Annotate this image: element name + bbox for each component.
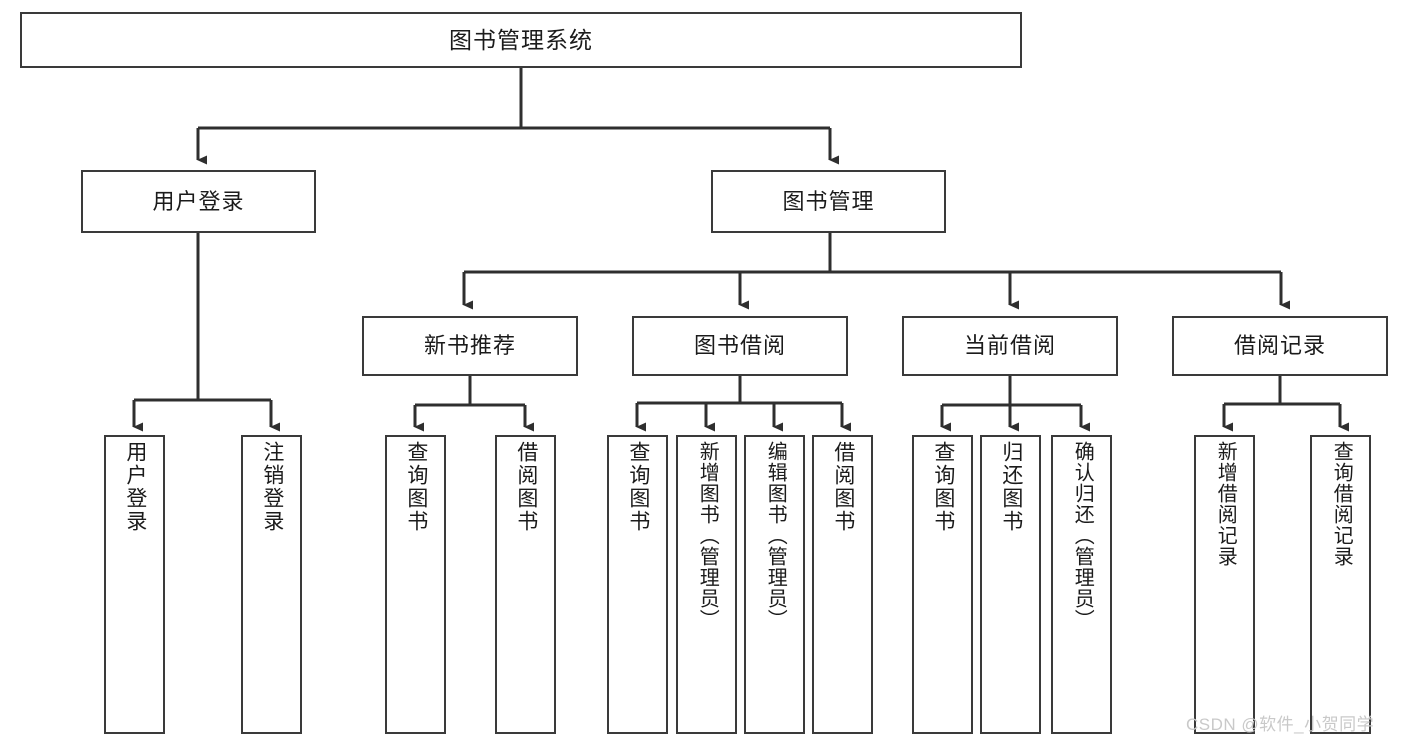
node-new-book-recommend-label: 新书推荐 bbox=[423, 333, 516, 358]
node-new-book-recommend[interactable]: 新书推荐 bbox=[362, 316, 578, 376]
node-book-borrow[interactable]: 图书借阅 bbox=[632, 316, 848, 376]
node-leaf-user-logout[interactable]: 注销登录 bbox=[241, 435, 302, 734]
watermark: CSDN @软件_小贺同学 bbox=[1186, 715, 1375, 734]
node-borrow-record-label: 借阅记录 bbox=[1233, 333, 1326, 358]
node-leaf-borrow-book-2[interactable]: 借阅图书 bbox=[812, 435, 873, 734]
node-current-borrow-label: 当前借阅 bbox=[963, 333, 1056, 358]
node-root-label: 图书管理系统 bbox=[449, 26, 593, 53]
node-leaf-confirm-return[interactable]: 确认归还（管理员） bbox=[1051, 435, 1112, 734]
node-leaf-add-record[interactable]: 新增借阅记录 bbox=[1194, 435, 1255, 734]
node-leaf-borrow-book-2-label: 借阅图书 bbox=[831, 441, 855, 533]
node-leaf-edit-book-label: 编辑图书（管理员） bbox=[764, 441, 787, 630]
node-root[interactable]: 图书管理系统 bbox=[20, 12, 1022, 68]
node-leaf-add-record-label: 新增借阅记录 bbox=[1214, 441, 1237, 567]
node-leaf-query-record-label: 查询借阅记录 bbox=[1330, 441, 1353, 567]
node-leaf-borrow-book-1-label: 借阅图书 bbox=[514, 441, 538, 533]
node-leaf-query-book-3-label: 查询图书 bbox=[931, 441, 955, 533]
node-leaf-edit-book[interactable]: 编辑图书（管理员） bbox=[744, 435, 805, 734]
node-leaf-user-login[interactable]: 用户登录 bbox=[104, 435, 165, 734]
node-leaf-confirm-return-label: 确认归还（管理员） bbox=[1071, 441, 1094, 630]
node-leaf-query-book-3[interactable]: 查询图书 bbox=[912, 435, 973, 734]
node-borrow-record[interactable]: 借阅记录 bbox=[1172, 316, 1388, 376]
node-leaf-add-book[interactable]: 新增图书（管理员） bbox=[676, 435, 737, 734]
node-leaf-add-book-label: 新增图书（管理员） bbox=[696, 441, 719, 630]
node-leaf-query-book-2[interactable]: 查询图书 bbox=[607, 435, 668, 734]
node-book-manage-label: 图书管理 bbox=[782, 188, 875, 214]
node-leaf-user-logout-label: 注销登录 bbox=[260, 441, 284, 533]
node-leaf-query-book-2-label: 查询图书 bbox=[626, 441, 650, 533]
node-book-manage[interactable]: 图书管理 bbox=[711, 170, 946, 233]
node-user-login[interactable]: 用户登录 bbox=[81, 170, 316, 233]
node-current-borrow[interactable]: 当前借阅 bbox=[902, 316, 1118, 376]
node-leaf-borrow-book-1[interactable]: 借阅图书 bbox=[495, 435, 556, 734]
node-leaf-query-record[interactable]: 查询借阅记录 bbox=[1310, 435, 1371, 734]
node-book-borrow-label: 图书借阅 bbox=[693, 333, 786, 358]
node-user-login-label: 用户登录 bbox=[152, 188, 245, 214]
node-leaf-user-login-label: 用户登录 bbox=[123, 441, 147, 533]
node-leaf-query-book-1-label: 查询图书 bbox=[404, 441, 428, 533]
node-leaf-query-book-1[interactable]: 查询图书 bbox=[385, 435, 446, 734]
node-leaf-return-book-label: 归还图书 bbox=[999, 441, 1023, 533]
node-leaf-return-book[interactable]: 归还图书 bbox=[980, 435, 1041, 734]
